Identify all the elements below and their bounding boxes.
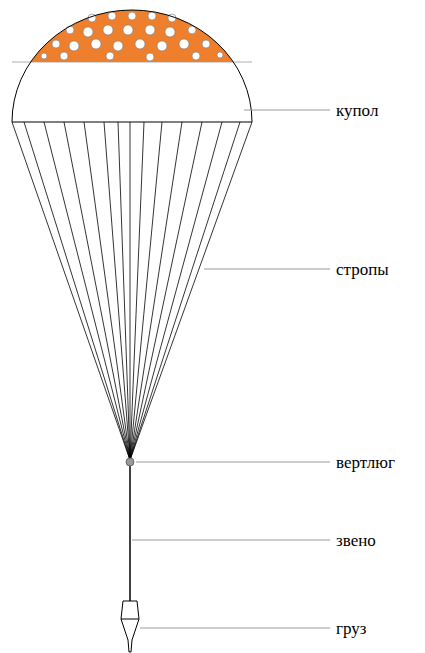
leader-lines xyxy=(132,110,330,628)
vent-hole xyxy=(135,39,145,49)
vent-hole xyxy=(145,25,155,35)
canopy-band xyxy=(12,10,252,62)
shroud-line xyxy=(24,122,130,460)
canopy-fill xyxy=(12,10,252,122)
vent-hole xyxy=(41,53,47,59)
band-edge xyxy=(12,62,252,63)
canopy-outline xyxy=(12,10,252,122)
shroud-line xyxy=(64,122,130,460)
vent-hole xyxy=(83,27,93,37)
vent-hole xyxy=(106,52,114,60)
vent-hole xyxy=(188,26,196,34)
shroud-line xyxy=(130,122,144,460)
vent-hole xyxy=(128,12,136,20)
load-edge xyxy=(121,619,139,620)
shroud-line xyxy=(104,122,130,460)
shroud-line xyxy=(130,122,240,460)
vent-hole xyxy=(52,40,60,48)
vent-hole xyxy=(123,25,133,35)
shroud-line xyxy=(44,122,130,460)
part-label: стропы xyxy=(334,260,391,279)
part-label: звено xyxy=(334,531,378,550)
vent-hole xyxy=(113,41,123,51)
vent-hole xyxy=(108,12,116,20)
vent-hole xyxy=(157,41,167,51)
shroud-line xyxy=(130,122,131,460)
shroud-lines xyxy=(12,122,252,460)
vent-hole xyxy=(146,53,154,61)
vent-hole xyxy=(179,39,189,49)
shroud-line xyxy=(12,122,130,460)
vent-hole xyxy=(69,41,79,51)
vent-holes xyxy=(41,12,223,61)
shroud-line xyxy=(130,122,222,460)
shroud-line xyxy=(130,122,162,460)
vent-hole xyxy=(60,52,68,60)
vent-hole xyxy=(192,52,200,60)
shroud-line xyxy=(130,122,252,460)
swivel xyxy=(126,458,134,466)
load xyxy=(121,601,139,652)
vent-hole xyxy=(91,39,101,49)
part-label: вертлюг xyxy=(334,453,397,472)
shroud-line xyxy=(130,122,182,460)
vent-hole xyxy=(148,12,156,20)
shroud-line xyxy=(84,122,130,460)
vent-hole xyxy=(103,25,113,35)
vent-hole xyxy=(165,27,175,37)
vent-hole xyxy=(202,40,210,48)
part-label: груз xyxy=(334,619,368,638)
shroud-line xyxy=(118,122,130,460)
vent-hole xyxy=(217,52,223,58)
link xyxy=(129,466,131,601)
part-label: купол xyxy=(334,101,380,120)
